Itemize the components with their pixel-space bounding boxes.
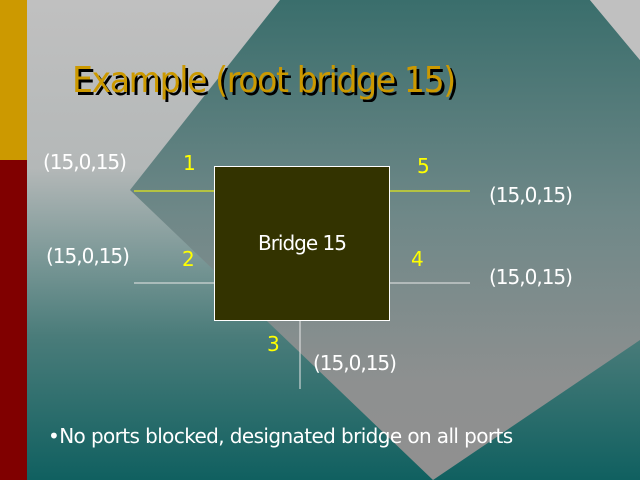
port-2-vector: (15,0,15)	[46, 244, 130, 268]
port-3-number: 3	[267, 332, 280, 356]
port-4-number: 4	[411, 247, 424, 271]
slide-title: Example (root bridge 15)	[72, 60, 456, 101]
port-3-vector: (15,0,15)	[313, 351, 397, 375]
port-1-vector: (15,0,15)	[43, 150, 127, 174]
port-2-number: 2	[182, 247, 195, 271]
bullet-text: •No ports blocked, designated bridge on …	[48, 424, 513, 448]
bridge-box: Bridge 15	[214, 166, 390, 321]
bridge-label: Bridge 15	[257, 231, 347, 255]
port-4-vector: (15,0,15)	[489, 265, 573, 289]
port-5-vector: (15,0,15)	[489, 183, 573, 207]
port-5-number: 5	[417, 154, 430, 178]
red-accent-bar	[0, 160, 27, 480]
port-1-number: 1	[183, 151, 196, 175]
gold-accent-bar	[0, 0, 27, 160]
